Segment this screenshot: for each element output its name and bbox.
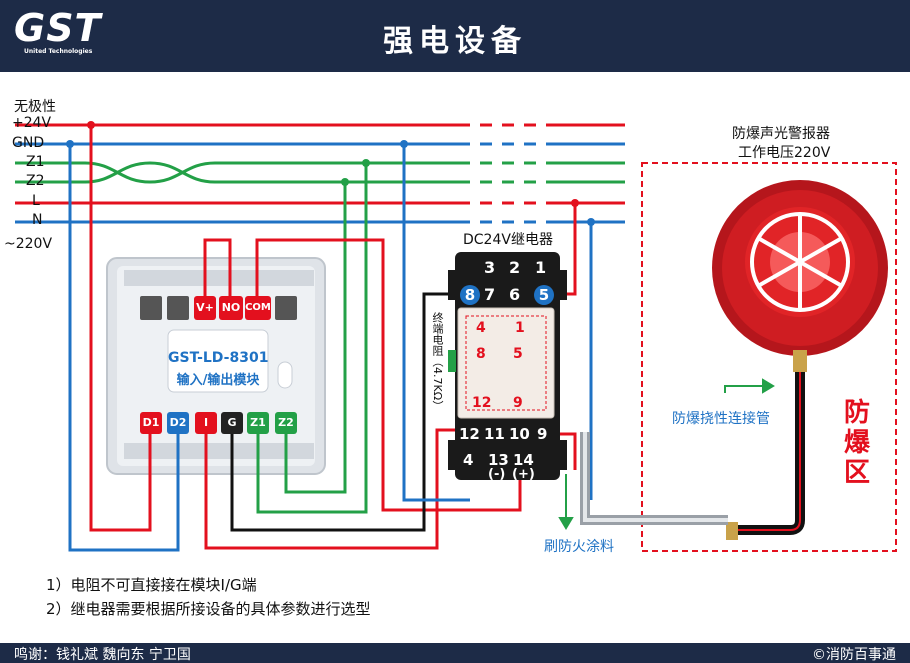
module-body bbox=[106, 257, 326, 475]
terminal-vplus: V+ bbox=[194, 296, 216, 320]
wire-z2 bbox=[284, 182, 347, 494]
coil-pin-1: 1 bbox=[515, 320, 525, 336]
relay-pin-14: 14 bbox=[513, 451, 534, 469]
module-subtitle: 输入/输出模块 bbox=[176, 373, 260, 388]
relay-pin-10: 10 bbox=[509, 425, 530, 443]
relay-pin-2: 2 bbox=[509, 258, 521, 277]
label-nonpolar: 无极性 bbox=[14, 99, 56, 115]
logo-text: GST bbox=[14, 6, 102, 50]
terminal-no: NO bbox=[219, 296, 243, 320]
relay-pin-11: 11 bbox=[484, 425, 505, 443]
wires bbox=[68, 125, 593, 552]
terminal-d1: D1 bbox=[140, 412, 162, 434]
credits-text: 鸣谢：钱礼斌 魏向东 宁卫国 bbox=[14, 647, 191, 663]
zone-label: 防爆区 bbox=[844, 398, 871, 488]
label-220v: ~220V bbox=[4, 236, 53, 252]
note-2: 2）继电器需要根据所接设备的具体参数进行选型 bbox=[46, 600, 371, 618]
terminal-g: G bbox=[221, 412, 243, 434]
copyright-text: ©消防百事通 bbox=[812, 647, 896, 663]
coil-pin-9: 9 bbox=[513, 395, 523, 411]
coating-label: 刷防火涂料 bbox=[544, 539, 614, 555]
relay-minus: (-) bbox=[488, 467, 506, 482]
relay-pin-12: 12 bbox=[459, 425, 480, 443]
relay-pin-3: 3 bbox=[484, 258, 496, 277]
relay-pin-6: 6 bbox=[509, 285, 521, 304]
explosion-zone bbox=[641, 162, 897, 552]
gst-logo: GST United Technologies bbox=[14, 6, 134, 56]
relay-pin-1: 1 bbox=[535, 258, 547, 277]
coil-pin-8: 8 bbox=[476, 346, 486, 362]
siren-label: 防爆声光警报器 bbox=[732, 126, 830, 142]
relay-socket bbox=[448, 252, 567, 480]
bus-z2 bbox=[15, 161, 625, 184]
wire-i bbox=[204, 430, 439, 550]
relay-plus: (+) bbox=[512, 467, 535, 482]
coil-pin-4: 4 bbox=[476, 320, 486, 336]
label-z2: Z2 bbox=[26, 173, 45, 189]
wire-vplus-no bbox=[203, 238, 232, 298]
label-l: L bbox=[32, 193, 40, 209]
siren-voltage: 工作电压220V bbox=[738, 145, 831, 161]
wire-g bbox=[230, 292, 469, 532]
bus-lines bbox=[15, 123, 625, 224]
page-title: 强电设备 bbox=[383, 24, 527, 59]
relay-title: DC24V继电器 bbox=[463, 232, 553, 248]
note-1: 1）电阻不可直接接在模块I/G端 bbox=[46, 576, 257, 594]
coil-pin-12: 12 bbox=[472, 395, 492, 411]
label-24v: +24V bbox=[12, 115, 52, 131]
siren-device bbox=[580, 180, 888, 540]
terminal-i: I bbox=[195, 412, 217, 434]
module-name: GST-LD-8301 bbox=[168, 350, 269, 366]
bus-z1 bbox=[15, 161, 625, 184]
relay-pin-4-bottom: 4 bbox=[463, 451, 474, 469]
relay-pin-9: 9 bbox=[537, 425, 548, 443]
coil-pin-5: 5 bbox=[513, 346, 523, 362]
terminal-com: COM bbox=[245, 296, 271, 320]
resistor-label: 终端电阻（4.7KΩ） bbox=[431, 312, 444, 412]
header-bar: GST United Technologies 强电设备 bbox=[0, 0, 910, 72]
label-n: N bbox=[32, 212, 43, 228]
junction-dots bbox=[66, 121, 595, 226]
logo-subtitle: United Technologies bbox=[24, 48, 93, 55]
relay-pin-7: 7 bbox=[484, 285, 496, 304]
wire-gnd-d2 bbox=[68, 144, 180, 552]
relay-pin-13: 13 bbox=[488, 451, 509, 469]
label-z1: Z1 bbox=[26, 154, 45, 170]
wire-z1 bbox=[256, 163, 368, 514]
wire-gnd-relay bbox=[402, 144, 470, 502]
terminal-z2: Z2 bbox=[275, 412, 297, 434]
conduit-label: 防爆挠性连接管 bbox=[672, 411, 770, 427]
wire-24v-d1 bbox=[89, 125, 152, 532]
relay-pin-8: 8 bbox=[460, 285, 480, 305]
arrows bbox=[558, 378, 775, 530]
footer-bar: 鸣谢：钱礼斌 魏向东 宁卫国 ©消防百事通 bbox=[0, 643, 910, 663]
terminal-d2: D2 bbox=[167, 412, 189, 434]
relay-pin-5: 5 bbox=[534, 285, 554, 305]
terminal-z1: Z1 bbox=[247, 412, 269, 434]
label-gnd: GND bbox=[12, 135, 45, 151]
